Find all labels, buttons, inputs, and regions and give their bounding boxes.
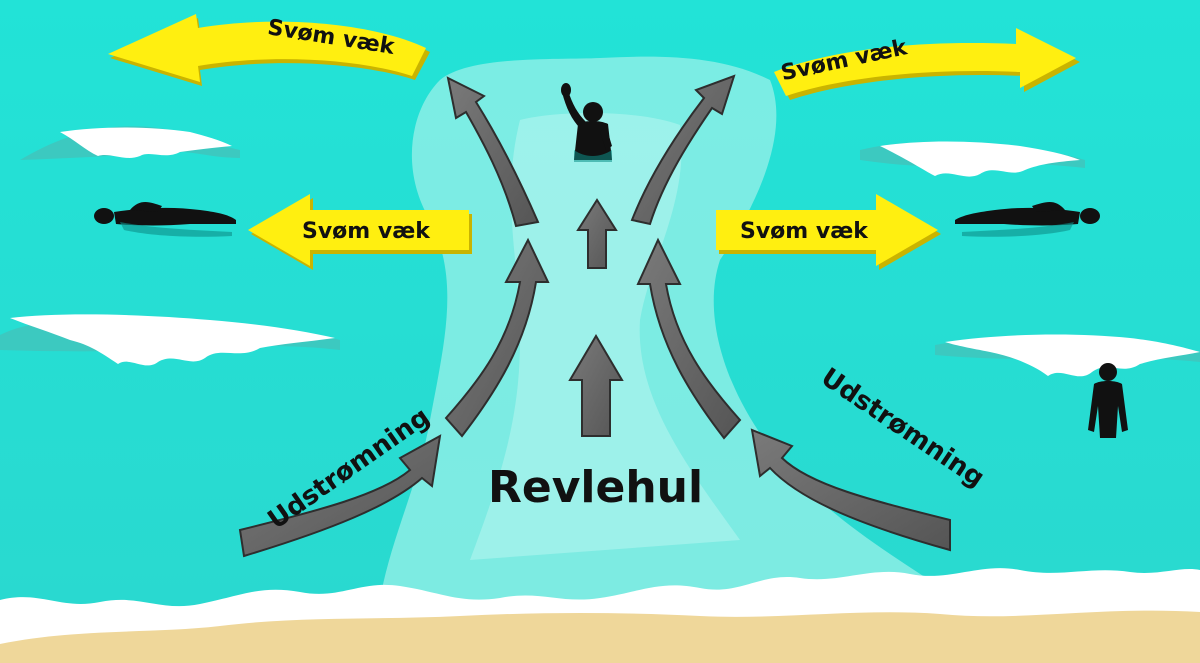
outflow-arrow-left [238, 434, 442, 558]
swim-away-arrow-mid-left [248, 194, 472, 270]
rip-current-inner [470, 113, 740, 561]
outflow-arrow-right [750, 428, 951, 552]
swim-away-label-mid-left: Svøm væk [302, 219, 431, 244]
current-arrow-right-upper [630, 74, 736, 226]
swimmer-icon [955, 202, 1100, 237]
swim-away-arrow-mid-right [716, 194, 941, 270]
current-arrow-right-lower [636, 237, 742, 440]
sand [0, 607, 1200, 663]
center-arrow-upper [576, 198, 618, 269]
swim-away-label-mid-right: Svøm væk [740, 219, 869, 244]
current-arrow-left-upper [446, 76, 540, 228]
current-arrow-left-lower [444, 237, 550, 438]
current-arrows [238, 74, 951, 558]
swim-away-arrow-top-left [108, 14, 430, 86]
waves [0, 126, 1200, 377]
rip-channel-label: Revlehul [488, 462, 703, 513]
center-arrow-lower [568, 334, 624, 437]
swim-away-arrow-top-right [774, 28, 1080, 100]
waving-person-icon [561, 83, 612, 162]
shore-foam [0, 568, 1200, 644]
standing-person-icon [1088, 363, 1128, 438]
swimmer-icon [94, 202, 236, 237]
